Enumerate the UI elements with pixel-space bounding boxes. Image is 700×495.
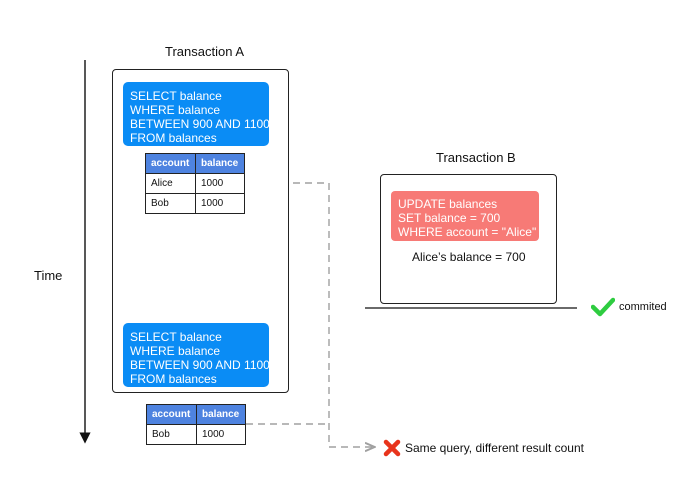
conclusion-text: Same query, different result count	[405, 441, 584, 455]
select-query-1: SELECT balance WHERE balance BETWEEN 900…	[123, 82, 270, 146]
table-header-row: account balance	[145, 153, 245, 174]
table-cell: Bob	[146, 424, 197, 445]
table-cell: Bob	[145, 193, 196, 214]
query-line: FROM balances	[130, 372, 217, 386]
query-line: SELECT balance	[130, 330, 222, 344]
column-header: account	[145, 153, 196, 174]
select-query-2: SELECT balance WHERE balance BETWEEN 900…	[123, 323, 270, 387]
transaction-a-title: Transaction A	[165, 44, 245, 59]
column-header: balance	[195, 153, 245, 174]
table-row: Alice 1000	[145, 173, 245, 194]
table-header-row: account balance	[146, 404, 246, 425]
query-line: SELECT balance	[130, 89, 222, 103]
query-line: WHERE balance	[130, 344, 221, 358]
table-cell: Alice	[145, 173, 196, 194]
table-row: Bob 1000	[145, 193, 245, 214]
column-header: balance	[196, 404, 246, 425]
column-header: account	[146, 404, 197, 425]
query-line: UPDATE balances	[398, 197, 498, 211]
query-line: SET balance = 700	[398, 211, 501, 225]
query-line: WHERE account = "Alice"	[398, 225, 537, 239]
transaction-b-title: Transaction B	[436, 150, 516, 165]
balance-note: Alice’s balance = 700	[412, 250, 526, 264]
table-cell: 1000	[195, 193, 245, 214]
time-label: Time	[34, 268, 63, 283]
result-table-2: account balance Bob 1000	[146, 404, 246, 445]
cross-icon	[383, 439, 401, 457]
table-row: Bob 1000	[146, 424, 246, 445]
query-line: FROM balances	[130, 131, 217, 145]
query-line: BETWEEN 900 AND 1100	[130, 358, 270, 372]
check-icon	[591, 297, 615, 317]
table-cell: 1000	[196, 424, 246, 445]
commit-status: commited	[619, 301, 667, 313]
table-cell: 1000	[195, 173, 245, 194]
result-table-1: account balance Alice 1000 Bob 1000	[145, 153, 245, 214]
query-line: WHERE balance	[130, 103, 221, 117]
query-line: BETWEEN 900 AND 1100	[130, 117, 270, 131]
update-query: UPDATE balances SET balance = 700 WHERE …	[391, 191, 539, 241]
